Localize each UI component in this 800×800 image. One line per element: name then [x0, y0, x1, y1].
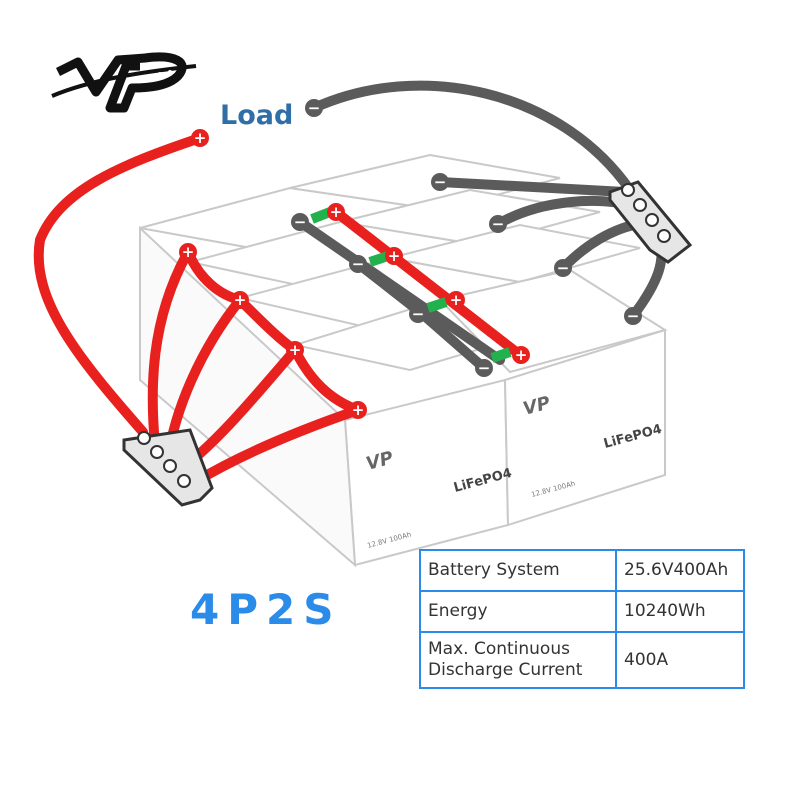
- svg-text:−: −: [627, 307, 640, 325]
- positive-terminal: +: [231, 291, 249, 309]
- svg-text:+: +: [194, 129, 207, 147]
- spec-value: 400A: [615, 631, 745, 689]
- negative-terminal: −: [409, 305, 427, 323]
- spec-value: 10240Wh: [615, 590, 745, 633]
- svg-text:−: −: [294, 213, 307, 231]
- battery-bank: [139, 153, 668, 568]
- spec-table: Battery System 25.6V400Ah Energy 10240Wh…: [419, 549, 745, 689]
- negative-terminals: − − − − − − − − −: [291, 99, 642, 377]
- svg-text:+: +: [450, 291, 463, 309]
- bus-bolt: [633, 198, 647, 212]
- series-link: [426, 297, 448, 313]
- svg-text:+: +: [289, 341, 302, 359]
- negative-terminal: −: [489, 215, 507, 233]
- negative-terminal: −: [475, 359, 493, 377]
- positive-terminal: +: [349, 401, 367, 419]
- svg-text:+: +: [234, 291, 247, 309]
- spec-key: Max. Continuous Discharge Current: [419, 631, 617, 689]
- negative-terminal: −: [624, 307, 642, 325]
- series-link: [310, 207, 332, 224]
- svg-text:−: −: [557, 259, 570, 277]
- positive-terminals: + + + + + + + + +: [179, 129, 530, 419]
- table-row: Max. Continuous Discharge Current 400A: [419, 631, 745, 689]
- table-row: Battery System 25.6V400Ah: [419, 549, 745, 592]
- svg-text:−: −: [308, 99, 321, 117]
- series-link: [490, 347, 512, 363]
- positive-terminal: +: [191, 129, 209, 147]
- positive-bus-bar: [122, 428, 214, 507]
- spec-key: Battery System: [419, 549, 617, 592]
- negative-terminal: −: [349, 255, 367, 273]
- svg-text:+: +: [352, 401, 365, 419]
- bus-bolt: [150, 445, 164, 459]
- bus-bolt: [645, 213, 659, 227]
- battery-side: [139, 225, 357, 568]
- negative-cables: [295, 80, 667, 373]
- series-links: [310, 207, 512, 363]
- svg-text:−: −: [352, 255, 365, 273]
- positive-terminal: +: [179, 243, 197, 261]
- load-label: Load: [220, 100, 294, 131]
- negative-terminal: −: [291, 213, 309, 231]
- bus-bolt: [621, 183, 635, 197]
- battery-top: [289, 153, 561, 212]
- battery-top: [389, 223, 641, 284]
- svg-text:−: −: [478, 359, 491, 377]
- bus-bolt: [163, 459, 177, 473]
- svg-text:+: +: [388, 247, 401, 265]
- negative-bus-bar: [608, 180, 693, 264]
- series-link: [368, 251, 390, 267]
- svg-text:−: −: [434, 173, 447, 191]
- svg-text:−: −: [412, 305, 425, 323]
- bus-bolt: [177, 474, 191, 488]
- negative-terminal: −: [431, 173, 449, 191]
- svg-text:+: +: [330, 203, 343, 221]
- svg-text:+: +: [515, 346, 528, 364]
- positive-terminal: +: [512, 346, 530, 364]
- svg-text:+: +: [182, 243, 195, 261]
- positive-terminal: +: [385, 247, 403, 265]
- negative-terminal: −: [554, 259, 572, 277]
- bus-bolt: [657, 229, 671, 243]
- spec-value: 25.6V400Ah: [615, 549, 745, 592]
- positive-terminal: +: [327, 203, 345, 221]
- configuration-label: 4P2S: [190, 585, 342, 634]
- spec-key: Energy: [419, 590, 617, 633]
- battery-front: [503, 328, 666, 527]
- positive-terminal: +: [447, 291, 465, 309]
- brand-logo: [51, 52, 197, 113]
- negative-terminal: −: [305, 99, 323, 117]
- table-row: Energy 10240Wh: [419, 590, 745, 633]
- svg-text:−: −: [492, 215, 505, 233]
- positive-terminal: +: [286, 341, 304, 359]
- bus-bolt: [137, 431, 151, 445]
